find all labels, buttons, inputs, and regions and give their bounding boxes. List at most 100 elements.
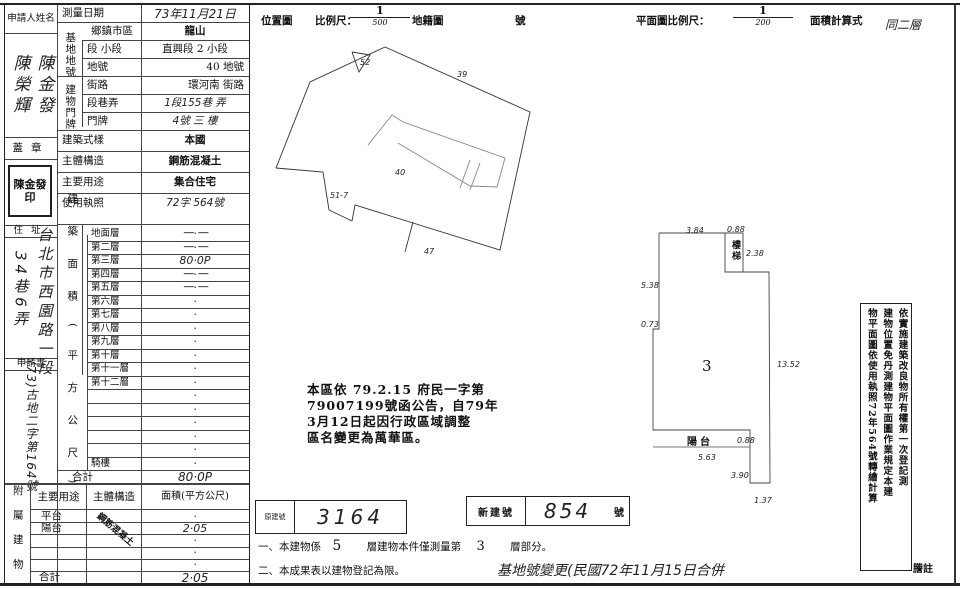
- svg-text:5.38: 5.38: [641, 281, 659, 290]
- lane-value: 1段155巷 弄: [164, 96, 226, 109]
- new-building-number-box: 新建號 854 號: [466, 496, 630, 526]
- footer-line-2: 二、本成果表以建物登記為限。: [258, 565, 405, 577]
- section-label: 段 小段: [87, 42, 122, 55]
- total-label: 合計: [72, 470, 93, 483]
- old-building-number-box: 原建號 3164: [255, 500, 407, 534]
- floor-label: 第十一層: [91, 363, 130, 374]
- seal-stamp: 陳金發印: [8, 165, 52, 217]
- dim-39: 39: [457, 70, 467, 79]
- floor-area-value: 一·一: [182, 281, 208, 295]
- floor-label: 騎樓: [91, 457, 111, 469]
- floor-label: 地面層: [91, 228, 120, 239]
- new-number-suffix: 號: [614, 507, 624, 519]
- area-group-label: 建築面積(平方公尺): [66, 193, 79, 506]
- annex-area-value: ·: [193, 533, 197, 547]
- structure-value: 鋼筋混凝土: [168, 155, 222, 168]
- district-change-notice: 本區依 79.2.15 府民一字第 79007199號函公告，自79年 3月12…: [307, 382, 499, 445]
- permit-label: 使用執照: [62, 197, 104, 210]
- floor-area-value: 一·一: [182, 240, 208, 254]
- lot-no-value: 40 地號: [206, 60, 244, 73]
- lot-label-40: 40: [395, 168, 405, 177]
- site-plan: [275, 46, 531, 253]
- location-scale-label: 比例尺：: [315, 15, 357, 27]
- area-calc-note: 同二層: [885, 18, 922, 32]
- seal-label: 蓋章: [12, 141, 50, 154]
- street-label: 街路: [87, 78, 108, 91]
- annex-area-value: ·: [193, 509, 197, 523]
- floor-label: 第二層: [91, 241, 120, 253]
- annex-area-value: ·: [193, 546, 197, 560]
- permit-value: 72字 564號: [166, 197, 224, 210]
- address-col2: 台北市西園路一段: [35, 227, 54, 379]
- floor-area-value: ·: [193, 429, 197, 443]
- stamp-mark: 謄註: [913, 564, 933, 575]
- svg-text:1.37: 1.37: [754, 496, 773, 505]
- total-value: 80·0P: [178, 470, 212, 484]
- address-col1: 34巷6弄: [11, 250, 30, 330]
- township-value: 龍山: [184, 24, 206, 37]
- floor-label: 第十二層: [91, 376, 130, 388]
- floor-area-value: ·: [193, 402, 197, 416]
- floor-label: 第三層: [91, 255, 120, 266]
- use-value: 集合住宅: [174, 176, 216, 189]
- old-number-value: 3164: [317, 505, 384, 529]
- door-value: 4號 三 樓: [172, 114, 218, 127]
- floor-area-value: ·: [193, 308, 197, 322]
- township-label: 鄉鎮市區: [91, 24, 133, 37]
- application-number: (73)古地二字第164號: [24, 359, 38, 493]
- floor-area-value: ·: [193, 456, 197, 470]
- svg-text:5.63: 5.63: [698, 453, 716, 462]
- annex-total-label: 合計: [39, 571, 60, 584]
- floor-area-value: ·: [193, 294, 197, 308]
- dim-51-7: 51-7: [330, 191, 349, 200]
- registration-form: 申請人姓名 陳金發 陳榮輝 蓋章 陳金發印 住址 台北市西園路一段 34巷6弄 …: [4, 5, 250, 584]
- floor-area-value: ·: [193, 348, 197, 362]
- svg-text:3.90: 3.90: [731, 471, 749, 480]
- new-number-value: 854: [543, 499, 592, 523]
- svg-text:0.88: 0.88: [727, 225, 745, 234]
- floor-label: 第八層: [91, 322, 120, 334]
- plan-basis-side-note: 依實施建築改良物所有權第一次登記測 建物位置免丹測建物平面圖作業規定本建 物平面…: [860, 303, 912, 571]
- floor-plan: [652, 232, 771, 484]
- floor-area-value: ·: [193, 375, 197, 389]
- annex-use: 陽台: [41, 521, 62, 534]
- unit-label: 3: [702, 357, 712, 375]
- svg-text:0.88: 0.88: [737, 436, 755, 445]
- application-label: 申請書: [16, 358, 46, 370]
- floor-area-value: ·: [193, 416, 197, 430]
- annex-header-structure: 主體構造: [93, 490, 135, 503]
- plan-scale-label: 平面圖比例尺：: [636, 15, 710, 27]
- cadastral-label: 地籍圖: [412, 15, 444, 27]
- applicant-name-col1: 陳榮輝: [9, 53, 30, 117]
- floor-area-value: ·: [193, 443, 197, 457]
- section-value: 直興段 2 小段: [162, 42, 228, 55]
- annex-header-area: 面積(平方公尺): [161, 491, 229, 502]
- bottom-border: [0, 583, 960, 586]
- annex-label: 附屬建物: [11, 485, 24, 583]
- floor-label: 第十層: [91, 349, 120, 361]
- location-map-label: 位置圖: [261, 15, 293, 27]
- lane-label: 段巷弄: [87, 96, 119, 109]
- applicant-label: 申請人姓名: [7, 13, 55, 25]
- new-number-label: 新建號: [467, 497, 526, 525]
- floor-label: 第六層: [91, 295, 120, 307]
- location-scale: 1 500: [350, 4, 410, 27]
- stair-label: 樓梯: [730, 240, 740, 262]
- door-label: 門牌: [87, 114, 108, 127]
- area-calc-label: 面積計算式: [810, 15, 863, 27]
- floor-area-value: ·: [193, 335, 197, 349]
- dim-47: 47: [424, 247, 435, 256]
- base-lot-label: 基地地號: [64, 32, 77, 78]
- floor-area-value: 一·一: [182, 267, 208, 281]
- survey-date-label: 測量日期: [62, 7, 104, 20]
- annex-use: 平台: [41, 509, 62, 522]
- floor-area-value: ·: [193, 389, 197, 403]
- floor-area-value: ·: [193, 362, 197, 376]
- footer-line-1: 一、本建物係 5 層建物本件僅測量第 3 層部分。: [258, 538, 553, 554]
- use-label: 主要用途: [62, 176, 104, 189]
- annex-area-value: 2·05: [182, 521, 208, 535]
- handwritten-lot-change-note: 基地號變更(民國72年11月15日合併: [497, 563, 724, 579]
- cadastral-number-suffix: 號: [515, 15, 526, 27]
- floor-label: 第七層: [91, 309, 120, 320]
